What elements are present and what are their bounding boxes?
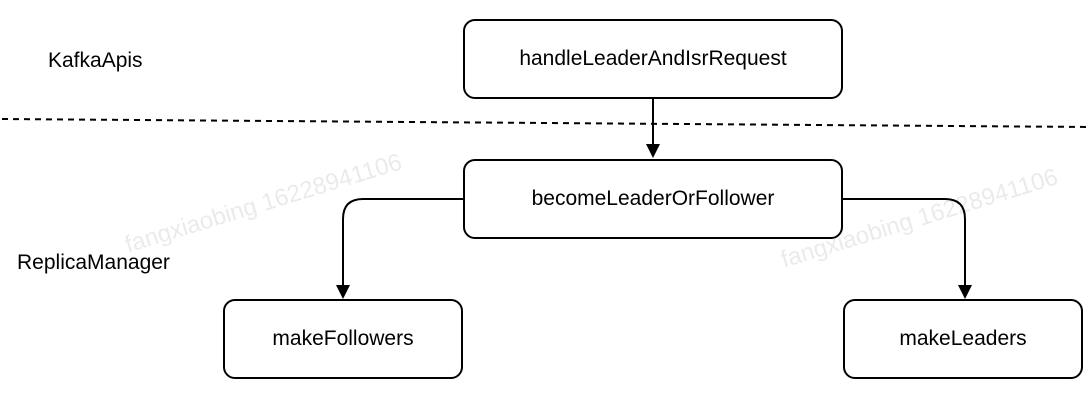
arrow-head-become-to-leaders xyxy=(958,285,972,299)
node-make-followers: makeFollowers xyxy=(223,299,463,379)
node-label: handleLeaderAndIsrRequest xyxy=(519,47,787,70)
node-handle-leader-and-isr-request: handleLeaderAndIsrRequest xyxy=(463,19,843,99)
layer-label-replicamanager: ReplicaManager xyxy=(17,251,170,274)
arrow-head-become-to-followers xyxy=(336,285,350,299)
layer-separator-line xyxy=(1,118,1091,128)
node-label: makeFollowers xyxy=(272,327,414,350)
layer-label-kafkaapis: KafkaApis xyxy=(48,49,143,72)
arrow-head-handle-to-become xyxy=(646,144,660,158)
node-become-leader-or-follower: becomeLeaderOrFollower xyxy=(463,159,843,239)
arrow-become-to-leaders xyxy=(843,198,966,287)
node-make-leaders: makeLeaders xyxy=(843,299,1083,379)
node-label: becomeLeaderOrFollower xyxy=(531,187,775,210)
node-label: makeLeaders xyxy=(899,327,1027,350)
arrow-become-to-followers xyxy=(342,198,463,287)
